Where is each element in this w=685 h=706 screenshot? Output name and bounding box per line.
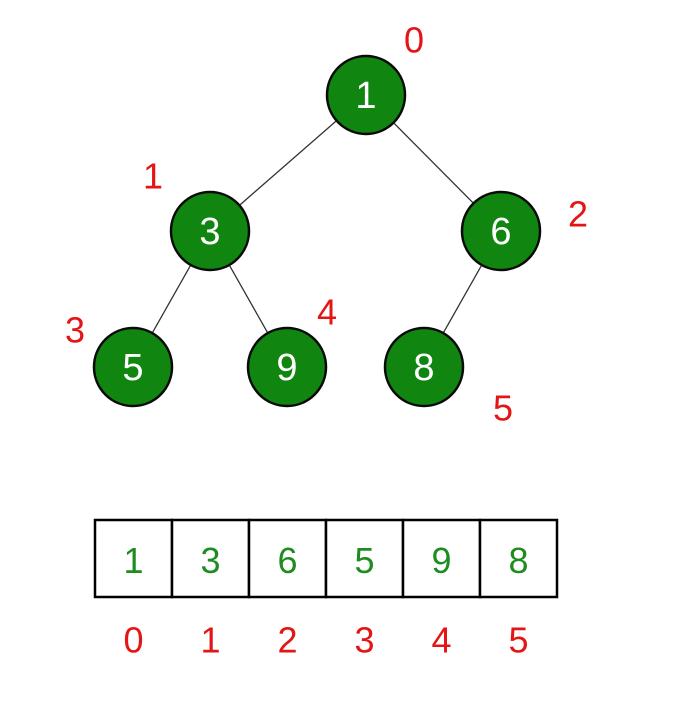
tree-node: 9: [246, 326, 328, 408]
array-cell: 5: [324, 518, 405, 599]
tree-node-circle: [92, 326, 174, 408]
tree-edge: [228, 264, 269, 334]
tree-node: 8: [383, 326, 465, 408]
tree-node-circle: [169, 190, 251, 272]
array-index-label: 4: [431, 620, 451, 661]
tree-node-circle: [460, 190, 542, 272]
tree-node: 5: [92, 326, 174, 408]
array-index-label: 1: [200, 620, 220, 661]
tree-index-label: 3: [65, 310, 85, 351]
tree-node-circle: [383, 326, 465, 408]
tree-node: 3: [169, 190, 251, 272]
tree-node-value: 9: [276, 347, 297, 389]
tree-node-circle: [246, 326, 328, 408]
tree-edges: [151, 120, 483, 334]
tree-node-value: 1: [355, 75, 376, 117]
array-cell-box: [247, 518, 328, 599]
array-cell-value: 1: [123, 540, 143, 581]
tree-node-value: 8: [413, 347, 434, 389]
tree-index-label: 5: [493, 388, 513, 429]
tree-edge: [442, 264, 483, 334]
tree-edge: [238, 120, 338, 206]
array-cell-value: 8: [508, 540, 528, 581]
tree-node: 6: [460, 190, 542, 272]
tree-index-label: 2: [568, 194, 588, 235]
array-cell-box: [401, 518, 482, 599]
array-cell-value: 9: [431, 540, 451, 581]
tree-index-label: 0: [404, 20, 424, 61]
tree-node-value: 6: [490, 211, 511, 253]
array-index-label: 3: [354, 620, 374, 661]
array-index-label: 5: [508, 620, 528, 661]
array-cell: 8: [478, 518, 559, 599]
array-index-label: 0: [123, 620, 143, 661]
tree-index-label: 1: [143, 156, 163, 197]
tree-node-value: 5: [122, 347, 143, 389]
array-cell: 1: [93, 518, 174, 599]
array-cell: 9: [401, 518, 482, 599]
array-cell: 6: [247, 518, 328, 599]
array-cell: 3: [170, 518, 251, 599]
tree-index-label: 4: [317, 292, 337, 333]
array-cell-box: [478, 518, 559, 599]
array-index-label: 2: [277, 620, 297, 661]
tree-node-circle: [325, 54, 407, 136]
tree-node-value: 3: [199, 211, 220, 253]
array-cells: 1 3 6 5 9 8: [93, 518, 559, 599]
array-cell-value: 5: [354, 540, 374, 581]
tree-edge: [393, 122, 474, 204]
tree-node: 1: [325, 54, 407, 136]
tree-edge: [151, 264, 192, 334]
array-cell-value: 6: [277, 540, 297, 581]
array-cell-value: 3: [200, 540, 220, 581]
array-index-labels: 0 1 2 3 4 5: [123, 620, 528, 661]
